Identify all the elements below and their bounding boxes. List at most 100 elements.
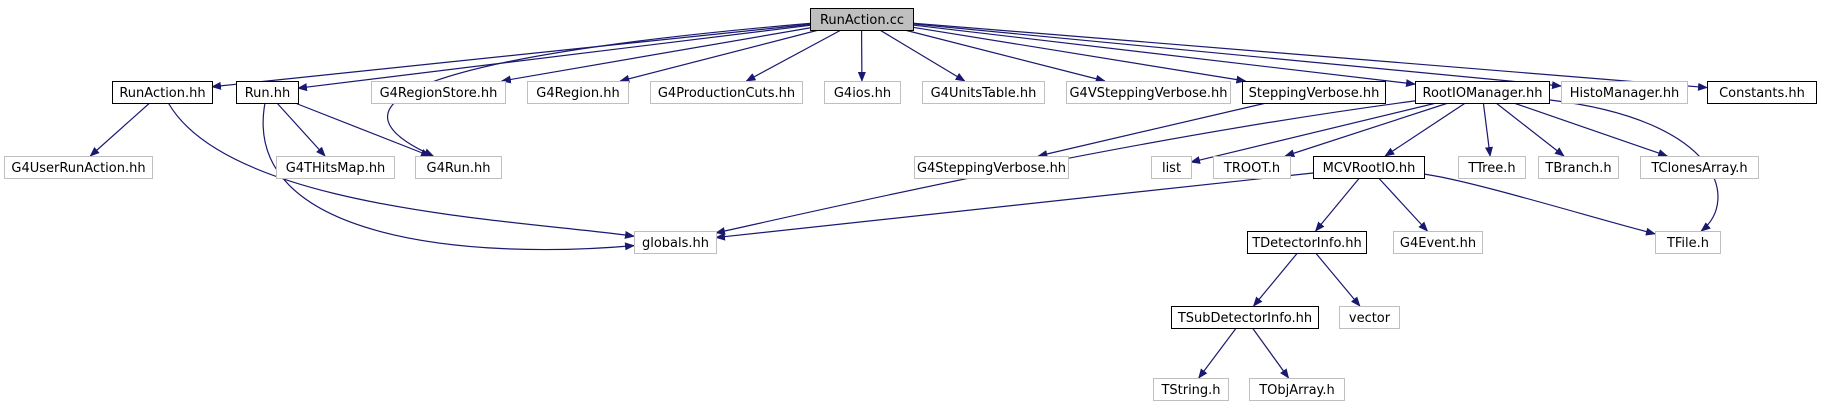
node-tobjarray-h: TObjArray.h — [1249, 378, 1345, 401]
node-box-tclonesarray-h — [1640, 156, 1759, 179]
node-label-runaction-cc: RunAction.cc — [820, 13, 904, 28]
node-box-troot-h — [1213, 156, 1291, 179]
node-g4event-hh: G4Event.hh — [1393, 231, 1483, 254]
node-list: list — [1151, 156, 1192, 179]
node-box-tfile-h — [1655, 231, 1721, 254]
node-tsubdetectorinfo-hh[interactable]: TSubDetectorInfo.hh — [1171, 306, 1319, 329]
node-rootiomanager-hh[interactable]: RootIOManager.hh — [1415, 81, 1550, 104]
node-troot-h: TROOT.h — [1213, 156, 1291, 179]
node-box-tobjarray-h — [1249, 378, 1345, 401]
graph-edges — [89, 22, 1719, 379]
edge-run-hh-to-globals-hh — [262, 102, 635, 251]
node-box-g4region-hh — [527, 81, 629, 104]
edge-mcvrootio-hh-to-tdetectorinfo-hh — [1314, 177, 1360, 232]
node-box-runaction-hh — [112, 81, 213, 104]
node-histomanager-hh: HistoManager.hh — [1561, 81, 1688, 104]
edge-tdetectorinfo-hh-to-vector — [1315, 252, 1361, 307]
node-box-histomanager-hh — [1561, 81, 1688, 104]
node-label-g4event-hh: G4Event.hh — [1400, 236, 1476, 251]
node-tdetectorinfo-hh[interactable]: TDetectorInfo.hh — [1247, 231, 1367, 254]
edge-rootiomanager-hh-to-ttree-h — [1482, 102, 1493, 157]
node-g4unitstable-hh: G4UnitsTable.hh — [922, 81, 1045, 104]
node-tclonesarray-h: TClonesArray.h — [1640, 156, 1759, 179]
node-label-globals-hh: globals.hh — [642, 236, 709, 251]
edge-rootiomanager-hh-to-tclonesarray-h — [1513, 102, 1669, 157]
node-label-tsubdetectorinfo-hh: TSubDetectorInfo.hh — [1177, 311, 1312, 326]
node-label-g4hitsmap-hh: G4THitsMap.hh — [286, 161, 386, 176]
edge-run-hh-to-g4hitsmap-hh — [276, 102, 326, 157]
node-box-tsubdetectorinfo-hh — [1171, 306, 1319, 329]
edge-tsubdetectorinfo-hh-to-tstring-h — [1198, 327, 1237, 379]
node-box-run-hh — [236, 81, 299, 104]
node-label-tdetectorinfo-hh: TDetectorInfo.hh — [1251, 236, 1362, 251]
edge-runaction-hh-to-globals-hh — [167, 102, 635, 239]
node-g4hitsmap-hh: G4THitsMap.hh — [276, 156, 395, 179]
node-steppingverbose-hh[interactable]: SteppingVerbose.hh — [1242, 81, 1386, 104]
node-box-tstring-h — [1153, 378, 1229, 401]
node-box-g4productioncuts-hh — [650, 81, 803, 104]
node-label-vector: vector — [1349, 311, 1391, 326]
edge-runaction-cc-to-histomanager-hh — [912, 23, 1562, 90]
node-box-g4regionstore-hh — [371, 81, 506, 104]
node-label-tclonesarray-h: TClonesArray.h — [1650, 161, 1747, 176]
edge-mcvrootio-hh-to-g4event-hh — [1378, 177, 1429, 232]
node-constants-hh[interactable]: Constants.hh — [1707, 81, 1817, 104]
edge-runaction-hh-to-g4userrunaction-hh — [89, 102, 151, 157]
node-box-globals-hh — [634, 231, 717, 254]
edge-tdetectorinfo-hh-to-tsubdetectorinfo-hh — [1252, 252, 1298, 307]
node-label-g4userrunaction-hh: G4UserRunAction.hh — [11, 161, 145, 176]
node-tstring-h: TString.h — [1153, 378, 1229, 401]
edge-rootiomanager-hh-to-troot-h — [1284, 102, 1449, 158]
edge-run-hh-to-g4run-hh — [294, 102, 431, 157]
edge-rootiomanager-hh-to-list — [1190, 102, 1437, 164]
node-g4region-hh: G4Region.hh — [527, 81, 629, 104]
edge-runaction-cc-to-g4unitstable-hh — [879, 29, 966, 82]
node-box-steppingverbose-hh — [1242, 81, 1386, 104]
node-label-g4productioncuts-hh: G4ProductionCuts.hh — [658, 86, 795, 101]
node-label-g4unitstable-hh: G4UnitsTable.hh — [931, 86, 1037, 101]
edge-steppingverbose-hh-to-g4steppingverbose-hh — [1037, 102, 1267, 158]
node-box-constants-hh — [1707, 81, 1817, 104]
edge-runaction-cc-to-g4region-hh — [619, 29, 819, 83]
node-label-runaction-hh: RunAction.hh — [119, 86, 205, 101]
node-box-vector — [1339, 306, 1400, 329]
node-label-rootiomanager-hh: RootIOManager.hh — [1423, 86, 1543, 101]
node-label-g4steppingverbose-hh: G4SteppingVerbose.hh — [917, 161, 1066, 176]
node-label-list: list — [1162, 161, 1181, 176]
node-box-g4hitsmap-hh — [276, 156, 395, 179]
node-box-ttree-h — [1458, 156, 1526, 179]
node-runaction-hh[interactable]: RunAction.hh — [112, 81, 213, 104]
edge-runaction-cc-to-g4vsteppingverbose-hh — [904, 29, 1106, 83]
node-box-list — [1151, 156, 1192, 179]
edge-runaction-cc-to-rootiomanager-hh — [912, 24, 1416, 88]
node-g4userrunaction-hh: G4UserRunAction.hh — [4, 156, 153, 179]
node-run-hh[interactable]: Run.hh — [236, 81, 299, 104]
node-vector: vector — [1339, 306, 1400, 329]
node-label-mcvrootio-hh: MCVRootIO.hh — [1323, 161, 1416, 176]
node-tbranch-h: TBranch.h — [1538, 156, 1619, 179]
edge-runaction-cc-to-steppingverbose-hh — [912, 26, 1247, 84]
node-globals-hh: globals.hh — [634, 231, 717, 254]
node-label-g4vsteppingverbose-hh: G4VSteppingVerbose.hh — [1069, 86, 1227, 101]
node-label-troot-h: TROOT.h — [1223, 161, 1280, 176]
node-label-tstring-h: TString.h — [1160, 383, 1220, 398]
node-box-g4vsteppingverbose-hh — [1066, 81, 1231, 104]
node-g4regionstore-hh: G4RegionStore.hh — [371, 81, 506, 104]
node-g4vsteppingverbose-hh: G4VSteppingVerbose.hh — [1066, 81, 1231, 104]
node-box-rootiomanager-hh — [1415, 81, 1550, 104]
node-box-runaction-cc — [810, 8, 914, 31]
node-label-g4regionstore-hh: G4RegionStore.hh — [380, 86, 498, 101]
node-runaction-cc: RunAction.cc — [810, 8, 914, 31]
edge-runaction-cc-to-g4productioncuts-hh — [745, 29, 842, 82]
node-label-g4region-hh: G4Region.hh — [536, 86, 619, 101]
node-label-constants-hh: Constants.hh — [1719, 86, 1805, 101]
node-tfile-h: TFile.h — [1655, 231, 1721, 254]
edge-runaction-cc-to-constants-hh — [912, 22, 1708, 91]
node-box-g4userrunaction-hh — [4, 156, 153, 179]
node-g4productioncuts-hh: G4ProductionCuts.hh — [650, 81, 803, 104]
edge-tsubdetectorinfo-hh-to-tobjarray-h — [1251, 327, 1290, 379]
node-mcvrootio-hh[interactable]: MCVRootIO.hh — [1313, 156, 1425, 179]
node-box-tbranch-h — [1538, 156, 1619, 179]
